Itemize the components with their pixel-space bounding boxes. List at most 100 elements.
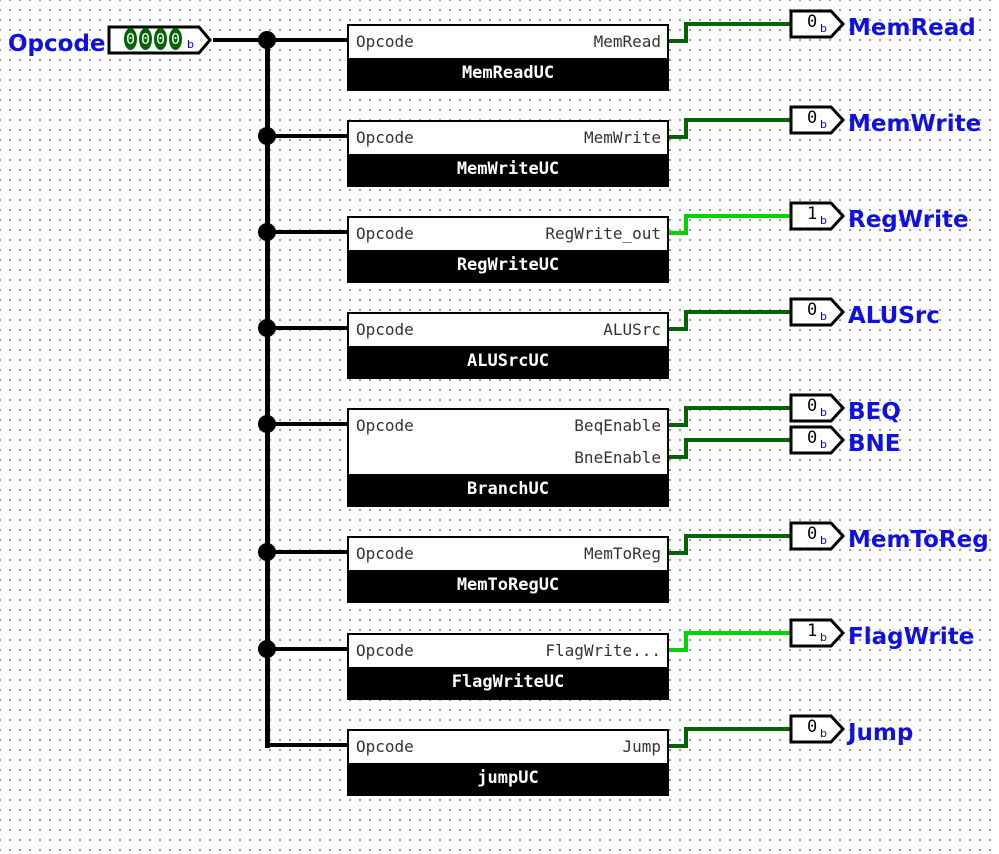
- pin-base-suffix: b: [820, 438, 827, 451]
- component-branchuc[interactable]: Opcode BeqEnable BneEnable BranchUC: [347, 408, 669, 507]
- output-pin-memwrite[interactable]: 0 b: [789, 105, 845, 135]
- signal-wire-alusrc: [684, 310, 791, 314]
- opcode-bus-trunk: [265, 38, 270, 748]
- component-memreaduc[interactable]: Opcode MemRead MemReadUC: [347, 24, 669, 91]
- component-memwriteuc[interactable]: Opcode MemWrite MemWriteUC: [347, 120, 669, 187]
- signal-wire-bne: [684, 438, 688, 459]
- output-port-flagwrite: FlagWrite...: [545, 641, 661, 660]
- output-pin-flagwrite[interactable]: 1 b: [789, 618, 845, 648]
- output-pin-shape: [789, 618, 845, 648]
- output-label-regwrite: RegWrite: [848, 207, 969, 233]
- signal-wire-flagwrite: [684, 631, 791, 635]
- component-memtoreguc[interactable]: Opcode MemToReg MemToRegUC: [347, 536, 669, 603]
- wire-junction: [258, 543, 276, 561]
- bus-branch-flagwrite: [265, 647, 349, 651]
- output-pin-beq[interactable]: 0 b: [789, 393, 845, 423]
- output-label-memwrite: MemWrite: [848, 111, 982, 137]
- bus-branch-memwrite: [265, 134, 349, 138]
- output-label-memread: MemRead: [848, 15, 976, 41]
- component-port-row: Opcode Jump: [349, 731, 667, 763]
- bus-branch-memtoreg: [265, 550, 349, 554]
- pin-value: 0: [807, 428, 818, 448]
- output-pin-jump[interactable]: 0 b: [789, 714, 845, 744]
- input-port-opcode: Opcode: [356, 641, 414, 660]
- signal-wire-memwrite: [669, 135, 687, 139]
- opcode-bit-3[interactable]: 0: [124, 28, 137, 50]
- signal-wire-jump: [669, 744, 687, 748]
- input-port-opcode: Opcode: [356, 128, 414, 147]
- component-name: jumpUC: [349, 763, 667, 794]
- signal-wire-flagwrite: [684, 631, 688, 652]
- component-jumpuc[interactable]: Opcode Jump jumpUC: [347, 729, 669, 796]
- output-pin-alusrc[interactable]: 0 b: [789, 297, 845, 327]
- pin-base-suffix: b: [820, 214, 827, 227]
- component-port-row: Opcode MemWrite: [349, 122, 667, 154]
- output-port-alusrc: ALUSrc: [603, 320, 661, 339]
- pin-value: 1: [807, 204, 818, 224]
- pin-base-suffix: b: [820, 534, 827, 547]
- opcode-bit-0[interactable]: 0: [169, 28, 182, 50]
- pin-base-suffix: b: [820, 310, 827, 323]
- wire-junction: [258, 31, 276, 49]
- component-name: MemWriteUC: [349, 154, 667, 185]
- opcode-bit-1[interactable]: 0: [154, 28, 167, 50]
- wire-junction: [258, 319, 276, 337]
- output-pin-shape: [789, 393, 845, 423]
- signal-wire-alusrc: [669, 327, 687, 331]
- output-pin-shape: [789, 201, 845, 231]
- output-pin-memtoreg[interactable]: 0 b: [789, 521, 845, 551]
- output-pin-bne[interactable]: 0 b: [789, 425, 845, 455]
- output-port-bneenable: BneEnable: [574, 448, 661, 467]
- pin-value: 1: [807, 621, 818, 641]
- component-flagwriteuc[interactable]: Opcode FlagWrite... FlagWriteUC: [347, 633, 669, 700]
- signal-wire-beq: [669, 423, 687, 427]
- output-port-memwrite: MemWrite: [583, 128, 661, 147]
- pin-base-suffix: b: [820, 22, 827, 35]
- opcode-input-pin[interactable]: 0 0 0 0 b: [107, 25, 213, 55]
- component-port-row: Opcode ALUSrc: [349, 314, 667, 346]
- output-label-beq: BEQ: [848, 399, 901, 425]
- output-pin-memread[interactable]: 0 b: [789, 9, 845, 39]
- output-pin-shape: [789, 297, 845, 327]
- bus-branch-alusrc: [265, 326, 349, 330]
- output-label-bne: BNE: [848, 431, 901, 457]
- pin-value: 0: [807, 396, 818, 416]
- component-port-row: Opcode MemRead: [349, 26, 667, 58]
- wire-junction: [258, 415, 276, 433]
- pin-value: 0: [807, 524, 818, 544]
- opcode-bit-2[interactable]: 0: [139, 28, 152, 50]
- pin-base-suffix: b: [820, 727, 827, 740]
- input-port-opcode: Opcode: [356, 32, 414, 51]
- input-port-opcode: Opcode: [356, 544, 414, 563]
- output-port-regwrite-out: RegWrite_out: [545, 224, 661, 243]
- component-name: ALUSrcUC: [349, 346, 667, 377]
- wire-junction: [258, 127, 276, 145]
- output-pin-shape: [789, 521, 845, 551]
- signal-wire-flagwrite: [669, 648, 687, 652]
- pin-base-suffix: b: [820, 406, 827, 419]
- output-label-memtoreg: MemToReg: [848, 527, 989, 553]
- signal-wire-memtoreg: [684, 534, 791, 538]
- bus-branch-jump: [265, 743, 349, 747]
- input-port-opcode: Opcode: [356, 737, 414, 756]
- component-regwriteuc[interactable]: Opcode RegWrite_out RegWriteUC: [347, 216, 669, 283]
- opcode-bus-wire: [213, 38, 349, 42]
- output-pin-regwrite[interactable]: 1 b: [789, 201, 845, 231]
- wire-junction: [258, 223, 276, 241]
- opcode-input-label: Opcode: [8, 31, 106, 57]
- pin-base-suffix: b: [820, 631, 827, 644]
- component-port-row: BneEnable: [349, 442, 667, 474]
- signal-wire-regwrite: [669, 231, 687, 235]
- input-port-opcode: Opcode: [356, 224, 414, 243]
- signal-wire-beq: [684, 406, 688, 427]
- wire-junction: [258, 640, 276, 658]
- signal-wire-memread: [684, 22, 791, 26]
- output-label-jump: Jump: [848, 720, 914, 746]
- signal-wire-memread: [669, 39, 687, 43]
- input-port-opcode: Opcode: [356, 320, 414, 339]
- pin-value: 0: [807, 108, 818, 128]
- input-port-opcode: Opcode: [356, 416, 414, 435]
- component-alusrcuc[interactable]: Opcode ALUSrc ALUSrcUC: [347, 312, 669, 379]
- output-port-jump: Jump: [622, 737, 661, 756]
- signal-wire-memwrite: [684, 118, 688, 139]
